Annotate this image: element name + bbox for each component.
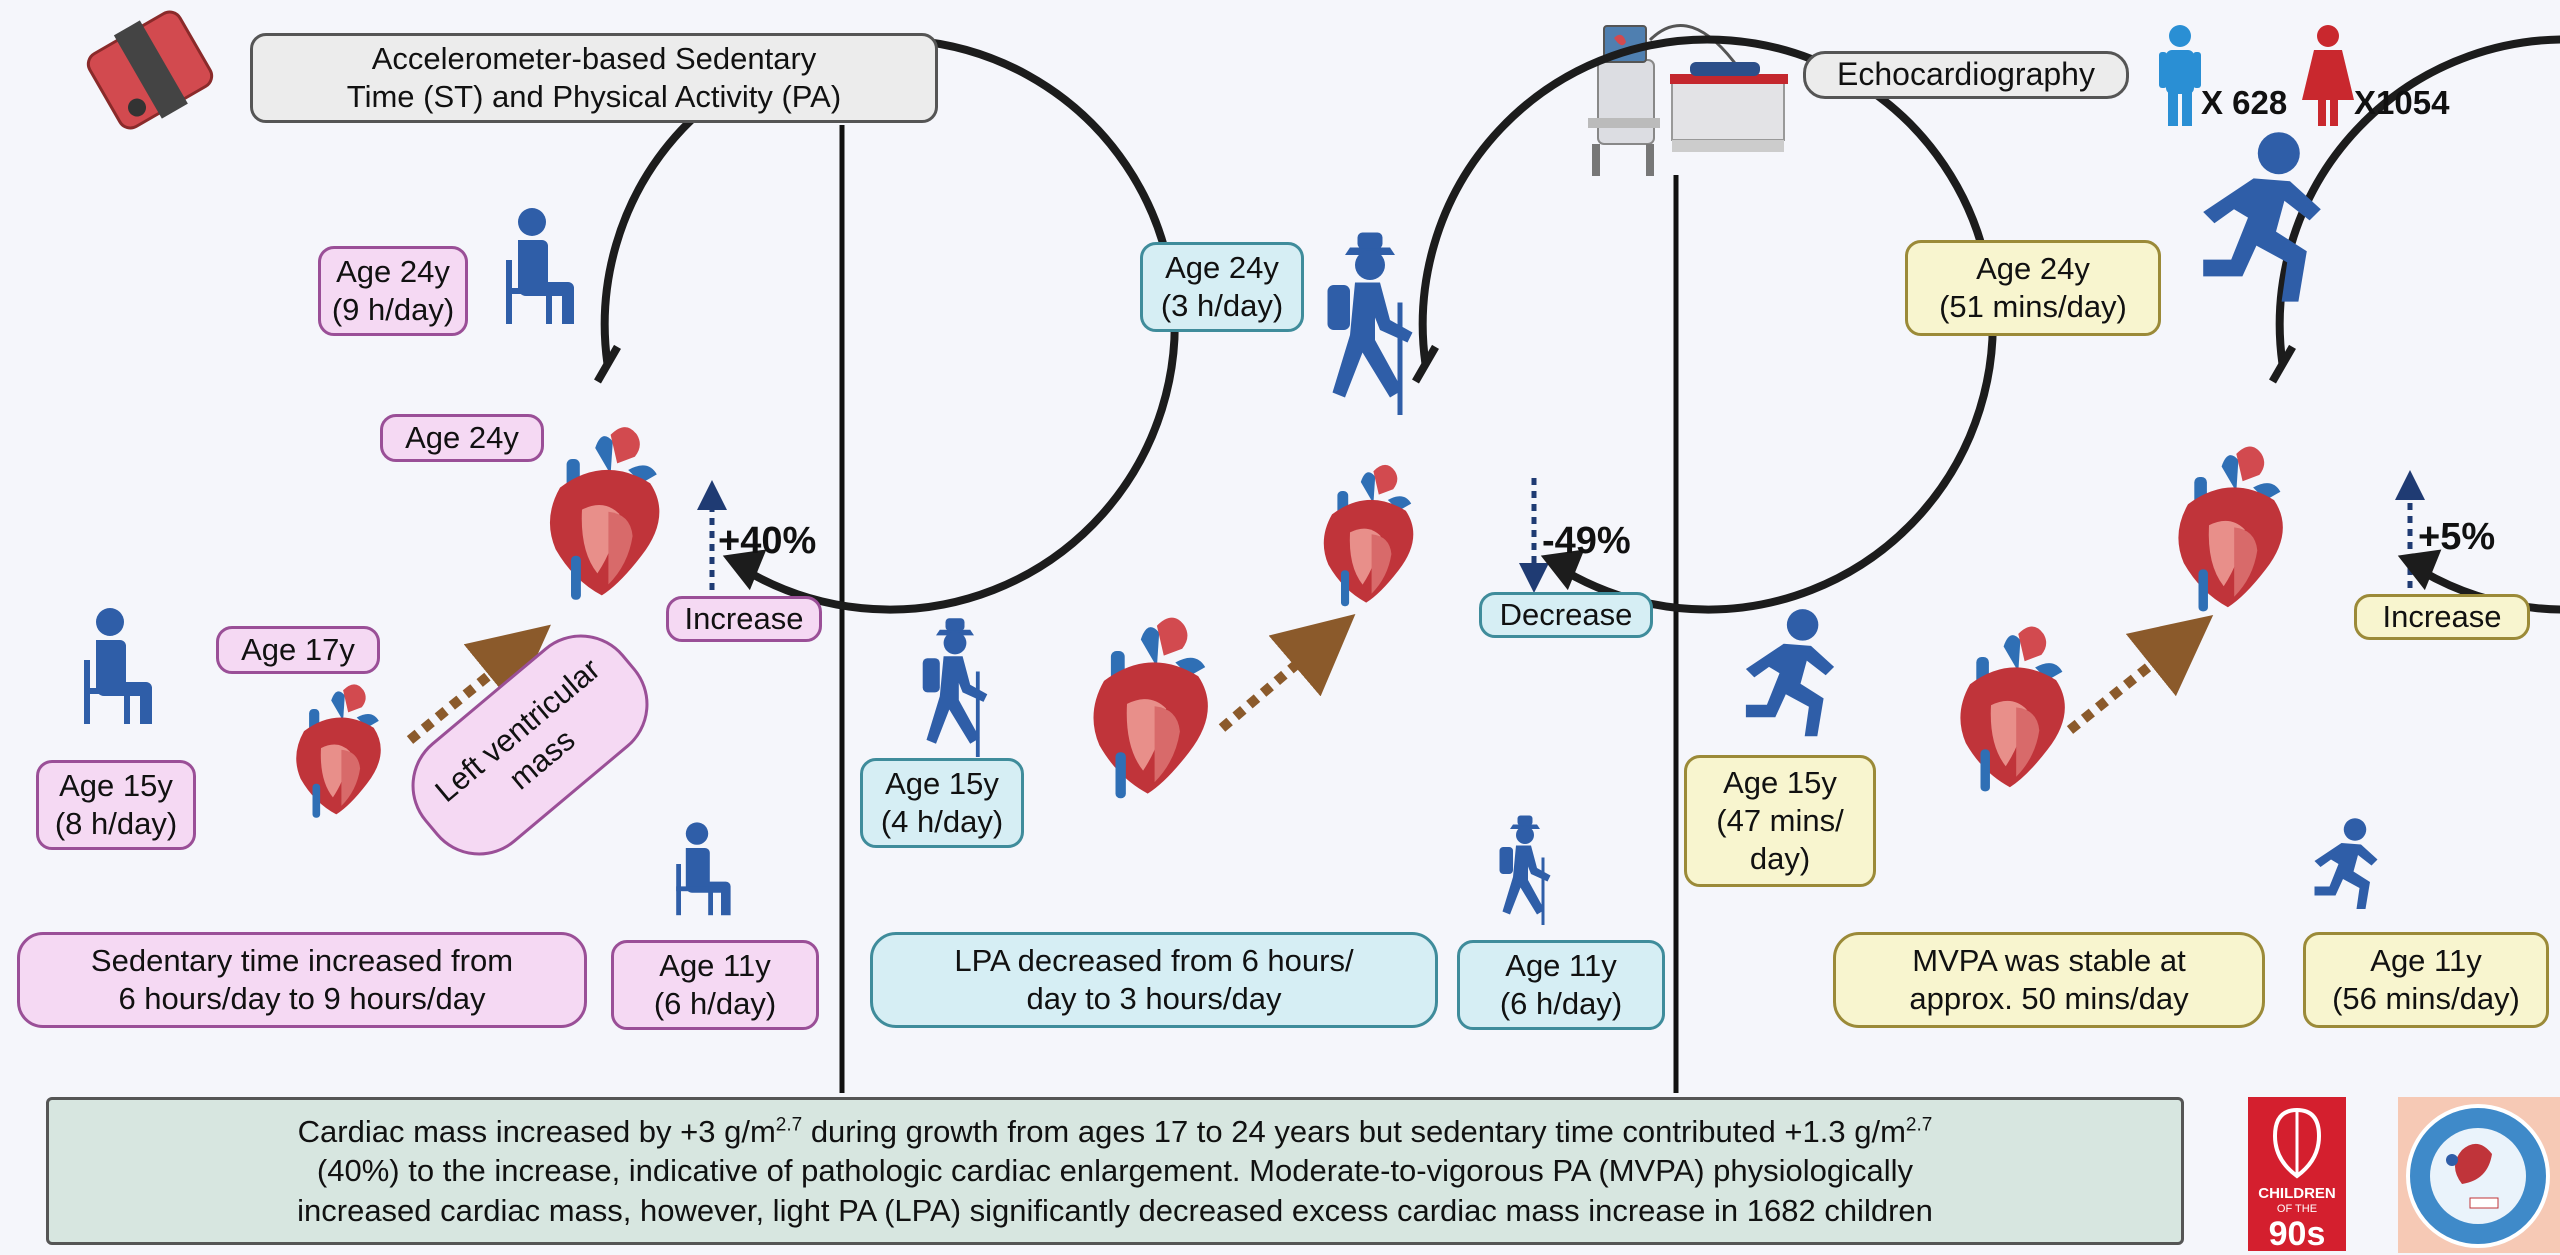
footer-line1: Cardiac mass increased by +3 g/m2.7 duri… (297, 1113, 1933, 1149)
female-count: X1054 (2354, 84, 2450, 121)
echocardiography-title: Echocardiography (1837, 56, 2095, 93)
st-age24-label: Age 24y (9 h/day) (318, 246, 468, 336)
st-summary-box: Sedentary time increased from 6 hours/da… (17, 932, 587, 1028)
st-cycle-arc (600, 35, 1179, 614)
heart-icon-mvpa-17y (1960, 626, 2065, 792)
runner-icon-11y (2314, 818, 2378, 909)
heart-icon-lpa-17y (1093, 617, 1208, 799)
mvpa-age11-line1: Age 11y (2370, 943, 2482, 979)
heart-icon-lpa-24y (1323, 464, 1414, 607)
mvpa-age15-line1: Age 15y (1723, 765, 1837, 801)
lpa-summary-line2: day to 3 hours/day (1026, 981, 1282, 1016)
lpa-age24-line1: Age 24y (1165, 250, 1279, 286)
lpa-decrease: Decrease (1499, 597, 1633, 633)
mvpa-age15-line2: (47 mins/ (1716, 803, 1844, 839)
mvpa-age15-label: Age 15y (47 mins/ day) (1684, 755, 1876, 887)
st-age11-line2: (6 h/day) (653, 986, 777, 1021)
st-heart-age17: Age 17y (241, 632, 355, 668)
lpa-age11-line2: (6 h/day) (1499, 986, 1623, 1021)
accelerometer-icon (86, 10, 214, 130)
lpa-age24-label: Age 24y (3 h/day) (1140, 242, 1304, 332)
mvpa-increase-label: Increase (2354, 594, 2530, 640)
accelerometer-title-line1: Accelerometer-based Sedentary (371, 41, 817, 77)
mvpa-summary-line1: MVPA was stable at (1912, 943, 2186, 979)
children-of-the-90s-logo: CHILDREN OF THE 90s (2248, 1097, 2346, 1253)
growth-arrow-mvpa (2066, 614, 2214, 734)
runner-icon-15y (1745, 609, 1835, 737)
st-heart-age17-label: Age 17y (216, 626, 380, 674)
lpa-age24-line2: (3 h/day) (1160, 288, 1284, 323)
mvpa-age15-line3: day) (1749, 840, 1811, 876)
mvpa-age11-label: Age 11y (56 mins/day) (2303, 932, 2549, 1028)
hiker-icon-11y (1499, 815, 1551, 925)
mvpa-increase: Increase (2382, 599, 2502, 635)
research-seal-logo (2398, 1097, 2560, 1253)
lpa-age15-line1: Age 15y (885, 766, 999, 802)
heart-icon-24y (549, 427, 660, 600)
lpa-change-percent: -49% (1542, 520, 1631, 562)
arc1-arrowhead (722, 549, 767, 591)
lpa-cycle-arc (1418, 35, 1997, 614)
st-summary-line2: 6 hours/day to 9 hours/day (118, 981, 486, 1016)
lpa-age11-line1: Age 11y (1505, 948, 1617, 984)
male-count: X 628 (2201, 84, 2288, 121)
footer-summary-box: Cardiac mass increased by +3 g/m2.7 duri… (46, 1097, 2184, 1245)
svg-text:CHILDREN: CHILDREN (2258, 1185, 2336, 1202)
svg-text:90s: 90s (2269, 1215, 2326, 1253)
st-increase: Increase (684, 601, 804, 637)
arc2-arrowhead (1540, 549, 1585, 591)
heart-icon-17y (296, 684, 381, 818)
sitting-person-icon-24y (506, 208, 574, 324)
st-age24-line2: (9 h/day) (331, 292, 455, 327)
arc2-end-bar (1412, 344, 1439, 384)
heart-icon-mvpa-24y (2178, 446, 2283, 612)
echocardiography-title-box: Echocardiography (1803, 51, 2129, 99)
lpa-summary-box: LPA decreased from 6 hours/ day to 3 hou… (870, 932, 1438, 1028)
mvpa-summary-box: MVPA was stable at approx. 50 mins/day (1833, 932, 2265, 1028)
st-summary-line1: Sedentary time increased from (90, 943, 514, 979)
mvpa-age24-line2: (51 mins/day) (1939, 289, 2127, 324)
st-age11-line1: Age 11y (659, 948, 771, 984)
mvpa-age24-label: Age 24y (51 mins/day) (1905, 240, 2161, 336)
st-heart-age24-label: Age 24y (380, 414, 544, 462)
echocardiography-machine-icon (1588, 24, 1788, 176)
mvpa-change-percent: +5% (2418, 516, 2496, 558)
st-age11-label: Age 11y (6 h/day) (611, 940, 819, 1030)
svg-text:OF THE: OF THE (2277, 1203, 2317, 1215)
lpa-age15-label: Age 15y (4 h/day) (860, 758, 1024, 848)
st-change-percent: +40% (718, 520, 817, 562)
arc3-arrowhead (2397, 549, 2442, 591)
lpa-age15-line2: (4 h/day) (880, 804, 1004, 839)
growth-arrow-st (406, 624, 551, 744)
hiker-icon-24y (1327, 232, 1413, 415)
male-figure-icon (2159, 25, 2201, 126)
st-increase-label: Increase (666, 596, 822, 642)
arc3-end-bar (2269, 344, 2296, 384)
sitting-person-icon-11y (676, 822, 731, 916)
st-age15-line1: Age 15y (59, 768, 173, 804)
hiker-icon-15y (922, 618, 988, 757)
mvpa-age11-line2: (56 mins/day) (2332, 981, 2520, 1016)
mvpa-summary-line2: approx. 50 mins/day (1909, 981, 2189, 1016)
st-heart-age24: Age 24y (405, 420, 519, 456)
lpa-summary-line1: LPA decreased from 6 hours/ (954, 943, 1354, 979)
st-age15-line2: (8 h/day) (54, 806, 178, 841)
lpa-decrease-label: Decrease (1479, 592, 1653, 638)
growth-arrow-lpa (1218, 614, 1356, 732)
sitting-person-icon-15y (84, 608, 152, 724)
mvpa-cycle-arc (2275, 35, 2560, 614)
st-age15-label: Age 15y (8 h/day) (36, 760, 196, 850)
accelerometer-title-box: Accelerometer-based Sedentary Time (ST) … (250, 33, 938, 123)
arc1-end-bar (594, 344, 621, 384)
lpa-age11-label: Age 11y (6 h/day) (1457, 940, 1665, 1030)
mvpa-age24-line1: Age 24y (1976, 251, 2090, 287)
footer-line3: increased cardiac mass, however, light P… (297, 1192, 1933, 1228)
accelerometer-title-line2: Time (ST) and Physical Activity (PA) (346, 79, 842, 114)
st-age24-line1: Age 24y (336, 254, 450, 290)
footer-line2: (40%) to the increase, indicative of pat… (316, 1153, 1914, 1189)
female-figure-icon (2302, 25, 2354, 126)
